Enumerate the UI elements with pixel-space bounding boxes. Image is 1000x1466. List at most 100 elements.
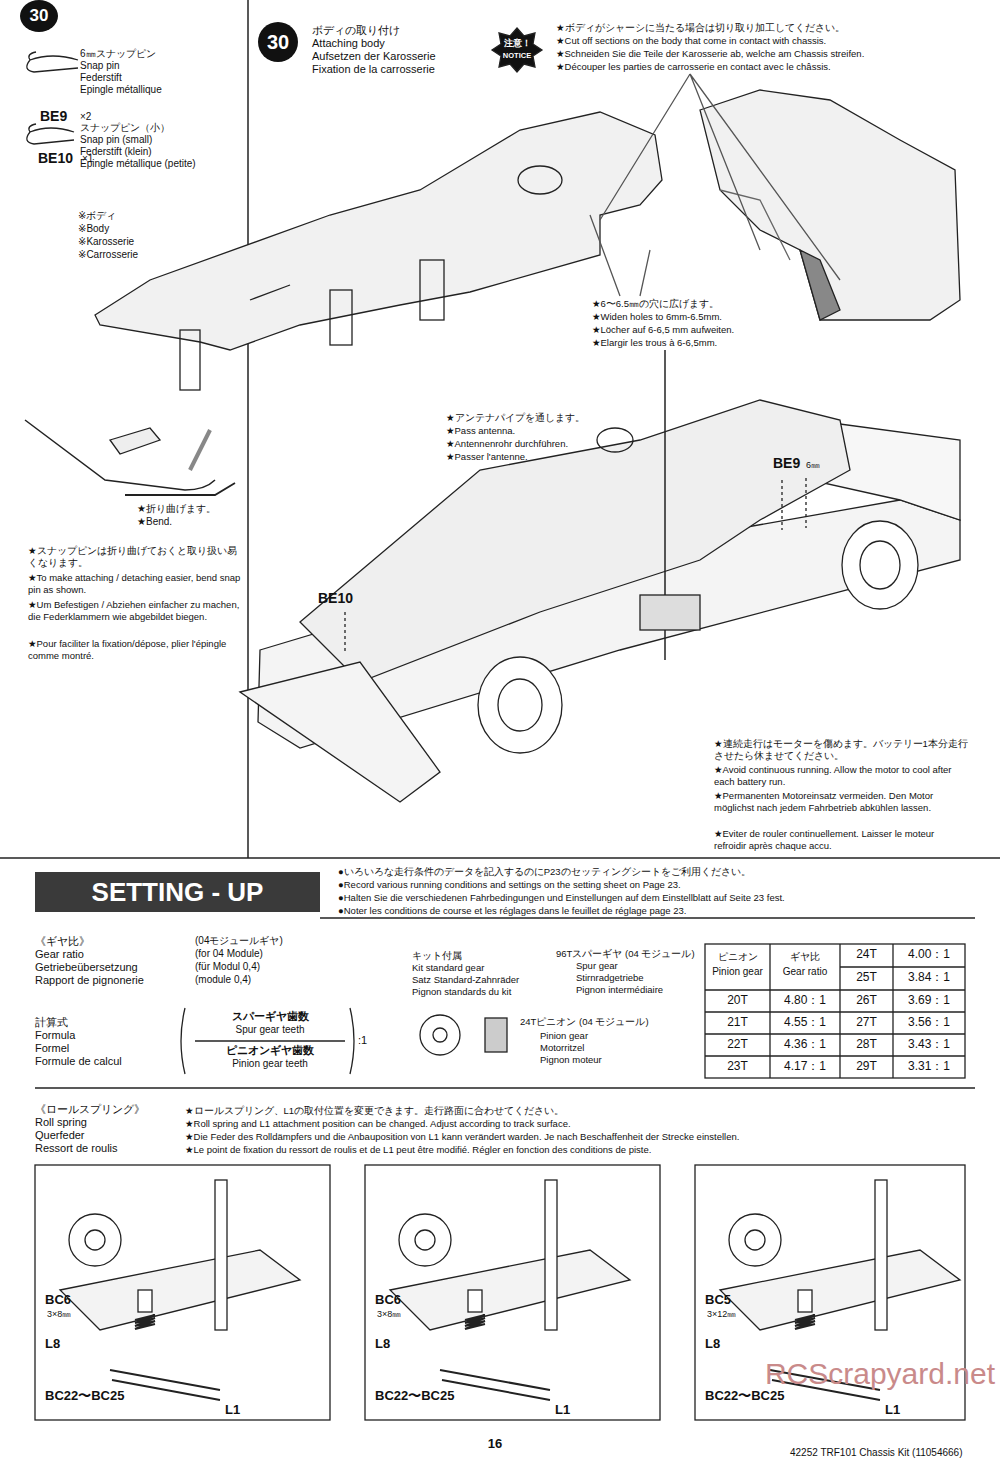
label-text: Aufsetzen der Karosserie: [312, 50, 436, 63]
label-text: RCScrapyard.net: [765, 1356, 995, 1393]
label-text: Formula: [35, 1029, 75, 1042]
label-text: Formel: [35, 1042, 69, 1055]
label-text: 6㎜スナップピン: [80, 48, 156, 60]
label-text: 29T: [840, 1059, 893, 1074]
label-text: Snap pin: [80, 60, 119, 72]
label-text: 計算式: [35, 1016, 68, 1029]
label-text: ※Body: [78, 223, 109, 235]
label-text: 24Tピニオン (04 モジュール): [520, 1016, 649, 1028]
label-text: ★Löcher auf 6-6,5 mm aufweiten.: [592, 324, 734, 336]
label-text: ●Halten Sie die verschiedenen Fahrbeding…: [338, 892, 785, 904]
label-text: Querfeder: [35, 1129, 85, 1142]
label-text: ★Le point de fixation du ressort de roul…: [185, 1144, 651, 1156]
label-text: ★Passer l'antenne.: [446, 451, 528, 463]
label-text: Pignon intermédiaire: [576, 984, 663, 996]
label-text: Satz Standard-Zahnräder: [412, 974, 519, 986]
label-text: BE9: [773, 455, 800, 472]
label-text: 3.31：1: [893, 1059, 965, 1074]
section-banner: SETTING - UP: [35, 872, 320, 912]
label-text: Gear ratio: [35, 948, 84, 961]
label-text: L8: [375, 1336, 390, 1352]
label-text: ★Die Feder des Rolldämpfers und die Anba…: [185, 1131, 739, 1143]
label-text: ★連続走行はモーターを傷めます。バッテリー1本分走行させたら休ませてください。: [714, 738, 969, 761]
label-text: 4.80：1: [770, 993, 840, 1008]
label-text: ★スナップピンは折り曲げておくと取り扱い易くなります。: [28, 545, 243, 568]
label-text: 3.69：1: [893, 993, 965, 1008]
label-text: BC22〜BC25: [45, 1388, 124, 1404]
label-text: 3×8㎜: [47, 1309, 71, 1320]
label-text: BC6: [375, 1292, 401, 1308]
label-text: 4.00：1: [893, 947, 965, 962]
label-text: 25T: [840, 970, 893, 985]
label-text: (for 04 Module): [195, 948, 263, 960]
label-text: Gear ratio: [770, 966, 840, 978]
label-text: Epingle métallique (petite): [80, 158, 196, 170]
label-text: 26T: [840, 993, 893, 1008]
label-text: 27T: [840, 1015, 893, 1030]
label-text: Rapport de pignonerie: [35, 974, 144, 987]
label-text: 4.36：1: [770, 1037, 840, 1052]
label-text: L1: [555, 1402, 570, 1418]
label-text: 3.84：1: [893, 970, 965, 985]
label-text: ★Antennenrohr durchführen.: [446, 438, 568, 450]
step-number: 30: [20, 0, 58, 32]
label-text: L8: [705, 1336, 720, 1352]
label-text: ●いろいろな走行条件のデータを記入するのにP23のセッティングシートをご利用くだ…: [338, 866, 751, 878]
label-text: (für Modul 0,4): [195, 961, 260, 973]
label-text: スパーギヤ歯数: [195, 1010, 345, 1023]
label-text: ★Um Befestigen / Abziehen einfacher zu m…: [28, 599, 243, 622]
label-text: 16: [470, 1436, 520, 1452]
label-text: Pignon moteur: [540, 1054, 602, 1066]
label-text: スナップピン（小）: [80, 122, 170, 134]
label-text: BC22〜BC25: [705, 1388, 784, 1404]
label-text: 3×12㎜: [707, 1309, 736, 1320]
label-text: 3.56：1: [893, 1015, 965, 1030]
label-text: 《ロールスプリング》: [35, 1103, 145, 1116]
label-text: ★Bend.: [137, 516, 172, 528]
label-text: ※ボディ: [78, 210, 116, 222]
label-text: Spur gear: [576, 960, 618, 972]
label-text: ★Découper les parties de carrosserie en …: [556, 61, 831, 73]
label-text: ★ボディがシャーシに当たる場合は切り取り加工してください。: [556, 22, 845, 34]
label-text: L8: [45, 1336, 60, 1352]
label-text: Attaching body: [312, 37, 385, 50]
label-text: Stirnradgetriebe: [576, 972, 644, 984]
label-text: Federstift: [80, 72, 122, 84]
label-text: 28T: [840, 1037, 893, 1052]
label-text: ピニオンギヤ歯数: [195, 1044, 345, 1057]
label-text: Snap pin (small): [80, 134, 152, 146]
label-text: 6㎜: [806, 460, 820, 471]
label-text: ×1: [82, 153, 93, 165]
label-text: BC22〜BC25: [375, 1388, 454, 1404]
label-text: ★折り曲げます。: [137, 503, 216, 515]
label-text: Pinion gear teeth: [195, 1058, 345, 1070]
label-text: NOTICE: [500, 51, 534, 60]
label-text: ボディの取り付け: [312, 24, 400, 37]
label-text: ※Karosserie: [78, 236, 134, 248]
label-text: Kit standard gear: [412, 962, 484, 974]
label-text: BE10: [38, 150, 73, 167]
label-text: 4.17：1: [770, 1059, 840, 1074]
label-text: (04モジュールギヤ): [195, 935, 283, 947]
label-text: Pignon standards du kit: [412, 986, 511, 998]
label-text: ※Carrosserie: [78, 249, 138, 261]
label-text: ★ロールスプリング、L1の取付位置を変更できます。走行路面に合わせてください。: [185, 1105, 564, 1117]
label-text: Pinion gear: [540, 1030, 588, 1042]
label-text: ★To make attaching / detaching easier, b…: [28, 572, 243, 595]
label-text: 注意！: [500, 38, 534, 48]
label-text: ★Eviter de rouler continuellement. Laiss…: [714, 828, 969, 851]
label-text: 3.43：1: [893, 1037, 965, 1052]
label-text: ●Record various running conditions and s…: [338, 879, 681, 891]
label-text: BC5: [705, 1292, 731, 1308]
label-text: BE9: [40, 108, 67, 125]
label-text: 《ギヤ比》: [35, 935, 90, 948]
label-text: L1: [885, 1402, 900, 1418]
label-text: 3×8㎜: [377, 1309, 401, 1320]
label-text: キット付属: [412, 950, 462, 962]
label-text: ★Pass antenna.: [446, 425, 515, 437]
label-text: 21T: [705, 1015, 770, 1030]
label-text: 96Tスパーギヤ (04 モジュール): [556, 948, 695, 960]
node-text: 30: [30, 6, 49, 26]
label-text: 24T: [840, 947, 893, 962]
